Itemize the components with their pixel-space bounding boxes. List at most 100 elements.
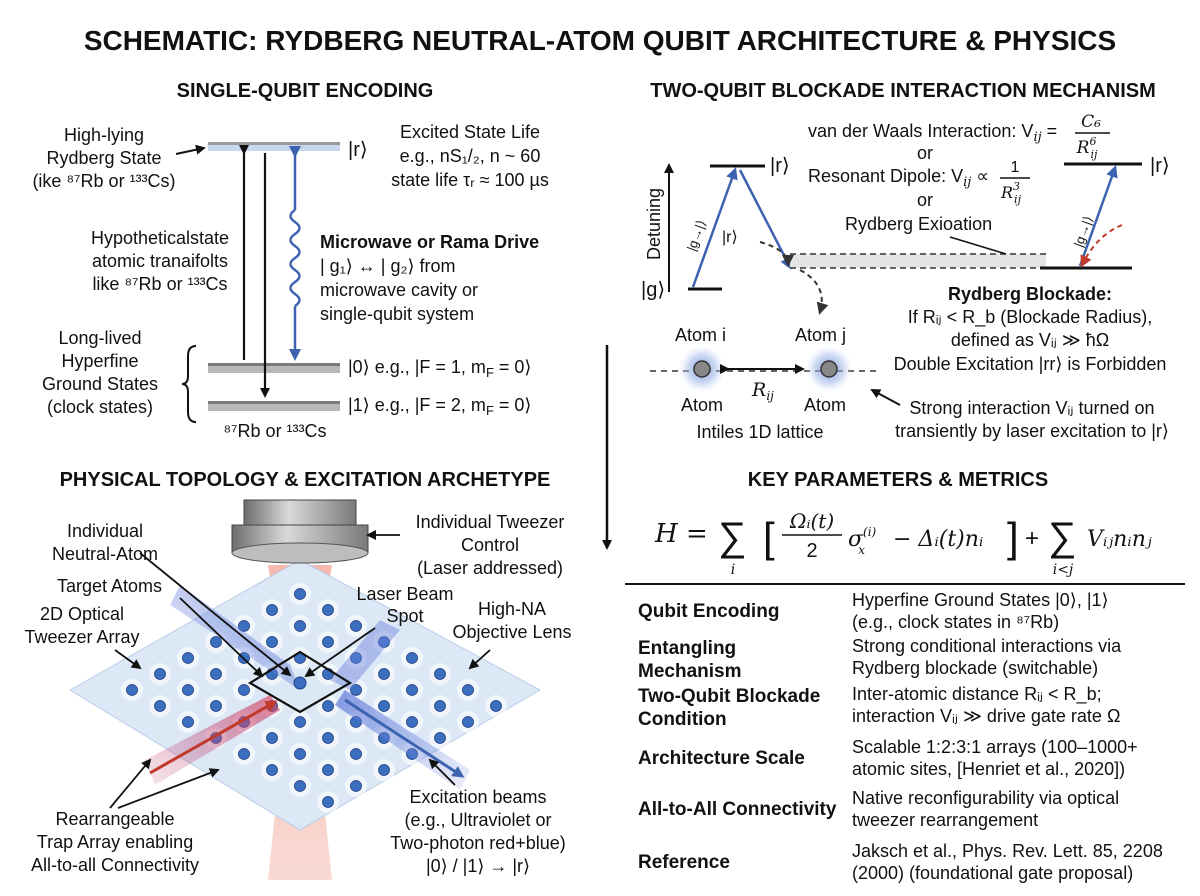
deexcite-arrow — [738, 169, 792, 270]
sigma: σ(i)x — [848, 525, 877, 557]
two-qubit-panel: Detuning |r⟩ |g⟩ |g→|⟩ |r⟩ |r⟩ |g→|⟩ van… — [641, 112, 1170, 442]
trapped-atom — [322, 764, 334, 776]
trapped-atom — [350, 780, 362, 792]
blue-beam-left — [170, 585, 300, 690]
trapped-atom — [294, 716, 306, 728]
red-excitation-arrow — [149, 700, 278, 775]
rydberg-label-1: High-lying — [64, 125, 144, 145]
trapped-atom — [154, 700, 166, 712]
r-right-label: |r⟩ — [1150, 155, 1170, 177]
rydberg-label-3: (ike ⁸⁷Rb or ¹³³Cs) — [32, 171, 175, 191]
state-1-label: |1⟩ e.g., |F = 2, mF = 0⟩ — [348, 395, 531, 418]
page-title: SCHEMATIC: RYDBERG NEUTRAL-ATOM QUBIT AR… — [84, 25, 1116, 56]
blockade-line-2: defined as Vᵢⱼ ≫ ħΩ — [951, 330, 1109, 350]
trapped-atom — [294, 780, 306, 792]
trapped-atom — [238, 748, 250, 760]
or-2: or — [917, 190, 933, 210]
sum-1-sub: i — [731, 562, 735, 578]
or-1: or — [917, 143, 933, 163]
table-value: atomic sites, [Henriet et al., 2020]) — [852, 759, 1125, 779]
section-parameters: KEY PARAMETERS & METRICS — [748, 469, 1048, 491]
drive-line-3: single-qubit system — [320, 304, 474, 324]
hypothetical-label-1: Hypotheticalstate — [91, 228, 229, 248]
trapped-atom — [322, 796, 334, 808]
rearrange-label-1: Rearrangeable — [55, 809, 174, 829]
trapped-atom — [182, 652, 194, 664]
blockade-band — [790, 254, 1046, 268]
section-single-qubit: SINGLE-QUBIT ENCODING — [177, 80, 434, 102]
ground-label-2: Hyperfine — [61, 351, 138, 371]
target-label: Target Atoms — [57, 576, 162, 596]
tweezer-control-1: Individual Tweezer — [416, 512, 565, 532]
excite-arrow-right — [1078, 165, 1118, 267]
dipole-formula: Resonant Dipole: Vij ∝ — [808, 166, 989, 190]
trapped-atom — [322, 732, 334, 744]
atom-bottom-left: Atom — [681, 395, 723, 415]
blockade-line-1: If Rᵢⱼ < R_b (Blockade Radius), — [908, 307, 1153, 328]
table-value: Hyperfine Ground States |0⟩, |1⟩ — [852, 590, 1109, 610]
single-qubit-panel: High-lying Rydberg State (ike ⁸⁷Rb or ¹³… — [32, 122, 548, 441]
table-key: Two-Qubit Blockade — [638, 686, 820, 707]
microwave-drive-wave — [289, 208, 301, 308]
delta-term: − Δᵢ(t)nᵢ — [893, 527, 983, 552]
excitation-beam-1: Excitation beams — [409, 787, 546, 807]
target-atoms-box — [247, 650, 353, 714]
excitation-beam-3: Two-photon red+blue) — [390, 833, 566, 853]
trapped-atom — [322, 700, 334, 712]
table-value: (2000) (foundational gate proposal) — [852, 863, 1133, 883]
excited-info-1: Excited State Life — [400, 122, 540, 142]
sum-2: ∑ — [1048, 515, 1077, 559]
excited-info-3: state life τᵣ ≈ 100 µs — [391, 170, 549, 190]
table-value: Scalable 1:2:3:1 arrays (100–1000+ — [852, 737, 1138, 757]
sum-2-sub: i<j — [1053, 562, 1074, 578]
dipole-numerator: 1 — [1011, 159, 1020, 176]
table-key: Entangling — [638, 638, 736, 659]
blockade-title: Rydberg Blockade: — [948, 284, 1112, 304]
blockade-line-3: Double Excitation |rr⟩ is Forbidden — [894, 354, 1167, 374]
hypothetical-label-3: like ⁸⁷Rb or ¹³³Cs — [92, 274, 227, 294]
g-left-label: |g⟩ — [641, 279, 665, 301]
r-mid-label: |r⟩ — [722, 229, 738, 246]
strong-line-1: Strong interaction Vᵢⱼ turned on — [909, 398, 1154, 418]
excitation-label: Rydberg Exioation — [845, 214, 992, 234]
strong-line-2: transiently by laser excitation to |r⟩ — [895, 421, 1169, 441]
section-two-qubit: TWO-QUBIT BLOCKADE INTERACTION MECHANISM — [650, 80, 1156, 102]
table-key: Mechanism — [638, 661, 741, 682]
atom-j — [820, 360, 838, 378]
laser-spot-1: Laser Beam — [356, 584, 453, 604]
trapped-atom — [434, 668, 446, 680]
laser-spot-2: Spot — [386, 606, 423, 626]
trapped-atom — [182, 684, 194, 696]
vdw-formula: van der Waals Interaction: Vij = — [808, 121, 1057, 145]
excite-arrow-left — [691, 167, 738, 288]
hamiltonian: H = ∑ i [ Ωᵢ(t) 2 σ(i)x − Δᵢ(t)nᵢ ] + ∑ … — [654, 509, 1152, 578]
trapped-atom — [462, 716, 474, 728]
table-value: (e.g., clock states in ⁸⁷Rb) — [852, 612, 1059, 632]
drive-line-2: microwave cavity or — [320, 280, 478, 300]
rearrange-label-3: All-to-all Connectivity — [31, 855, 199, 875]
ground-label-3: Ground States — [42, 374, 158, 394]
topology-panel: Individual Neutral-Atom Target Atoms 2D … — [24, 499, 572, 880]
trapped-atom — [406, 684, 418, 696]
ground-label-4: (clock states) — [47, 397, 153, 417]
tweezer-array-surface — [69, 559, 542, 831]
table-value: Native reconfigurability via optical — [852, 788, 1119, 808]
trapped-atom — [350, 748, 362, 760]
trapped-atom — [154, 668, 166, 680]
ground-level-1 — [208, 401, 340, 411]
trapped-atom — [434, 732, 446, 744]
plus: + — [1025, 525, 1039, 552]
r-left-label: |r⟩ — [770, 155, 790, 177]
individual-label-1: Individual — [67, 521, 143, 541]
table-value: interaction Vᵢⱼ ≫ drive gate rate Ω — [852, 706, 1120, 726]
trapped-atom — [210, 700, 222, 712]
